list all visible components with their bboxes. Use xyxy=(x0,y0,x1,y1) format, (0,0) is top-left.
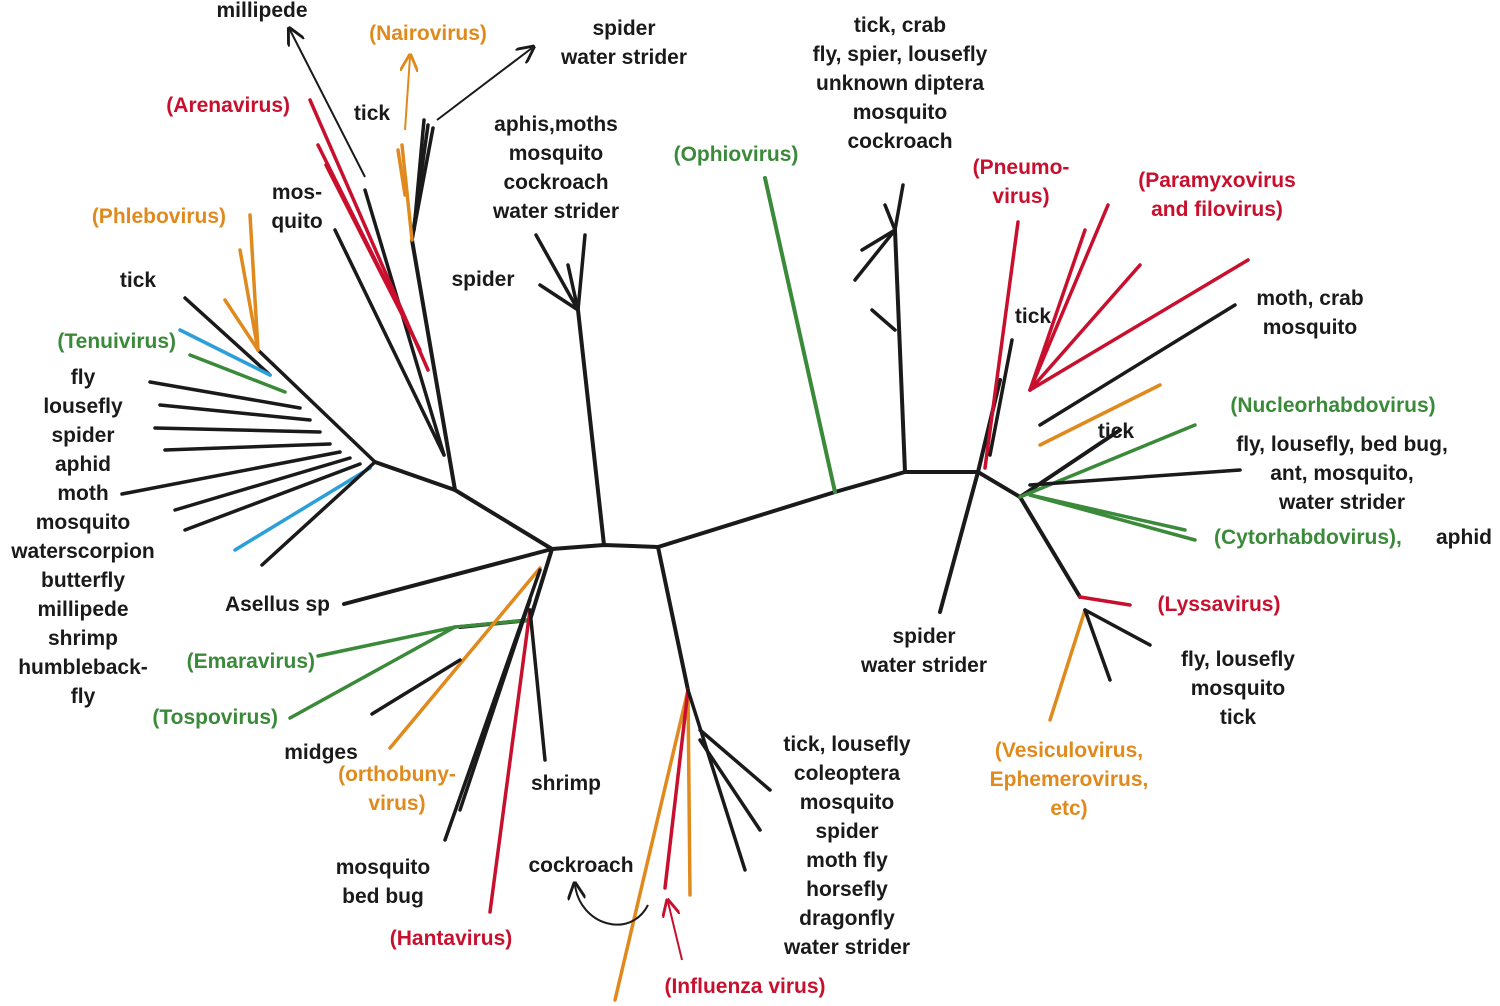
label-emaravirus: (Emaravirus) xyxy=(186,650,315,673)
label-spider-mid: spider xyxy=(451,268,515,291)
label-cockroach: cockroach xyxy=(528,854,634,877)
ophiovirus-branch xyxy=(763,176,837,494)
label-hantavirus: (Hantavirus) xyxy=(389,927,513,950)
label-paramyxovirus: (Paramyxovirus and filovirus) xyxy=(1138,169,1296,221)
upper-right-clade xyxy=(853,183,905,332)
label-aphid: aphid xyxy=(1436,526,1492,549)
arrow-cockroach xyxy=(575,885,649,926)
label-fly-bedbug-group: fly, lousefly, bed bug, ant, mosquito, w… xyxy=(1236,433,1448,514)
label-insect-list-left: fly lousefly spider aphid moth mosquito … xyxy=(11,366,155,708)
label-tick-pneumo: tick xyxy=(1014,305,1052,328)
label-arenavirus: (Arenavirus) xyxy=(166,94,290,117)
label-vesiculovirus: (Vesiculovirus, Ephemerovirus, etc) xyxy=(989,739,1149,820)
label-nucleorhabdovirus: (Nucleorhabdovirus) xyxy=(1230,394,1436,417)
lower-middle-clade xyxy=(613,688,772,1002)
label-tick-nairo: tick xyxy=(353,102,391,125)
label-spider-water-strider-top: spider water strider xyxy=(560,17,688,69)
label-tenuivirus: (Tenuivirus) xyxy=(57,330,176,353)
lower-left-clade xyxy=(288,566,547,914)
tree-backbone xyxy=(342,228,1122,692)
label-ophiovirus: (Ophiovirus) xyxy=(673,143,799,166)
upper-middle-clade xyxy=(534,233,587,312)
label-mosquito-bedbug: mosquito bed bug xyxy=(335,856,431,908)
label-tick-phlebo: tick xyxy=(119,269,157,292)
paramyxo-clade xyxy=(983,203,1250,470)
arrow-nairovirus xyxy=(405,57,410,131)
label-tick-nucleo: tick xyxy=(1097,420,1135,443)
label-tick-crab-group: tick, crab fly, spier, lousefly unknown … xyxy=(812,14,988,153)
label-tick-lousefly-group: tick, lousefly coleoptera mosquito spide… xyxy=(783,733,911,959)
upper-left-clade xyxy=(308,98,446,457)
label-pneumovirus: (Pneumo- virus) xyxy=(972,156,1070,208)
label-millipede-top: millipede xyxy=(216,0,308,22)
label-tospovirus: (Tospovirus) xyxy=(152,706,278,729)
label-mosquito-top: mos- quito xyxy=(271,181,323,233)
label-nairovirus: (Nairovirus) xyxy=(369,22,487,45)
label-aphis-group: aphis,moths mosquito cockroach water str… xyxy=(492,113,620,223)
arrow-spider-top xyxy=(436,48,532,121)
label-asellus: Asellus sp xyxy=(224,593,330,616)
label-shrimp: shrimp xyxy=(530,772,602,795)
label-phlebovirus: (Phlebovirus) xyxy=(91,205,226,228)
label-spider-water-strider-bottom: spider water strider xyxy=(860,625,988,677)
label-midges: midges xyxy=(284,741,358,764)
arrow-millipede xyxy=(290,30,366,178)
left-comb-clade xyxy=(120,213,377,567)
label-influenza: (Influenza virus) xyxy=(664,975,826,998)
label-cytorhabdovirus: (Cytorhabdovirus), xyxy=(1214,526,1402,549)
label-fly-lousefly-tick: fly, lousefly mosquito tick xyxy=(1181,648,1295,729)
arrow-influenza xyxy=(668,902,683,961)
label-moth-crab: moth, crab mosquito xyxy=(1256,287,1364,339)
rhabdo-clade xyxy=(1018,423,1242,722)
label-lyssavirus: (Lyssavirus) xyxy=(1157,593,1281,616)
label-orthobunyavirus: (orthobuny- virus) xyxy=(338,763,456,815)
